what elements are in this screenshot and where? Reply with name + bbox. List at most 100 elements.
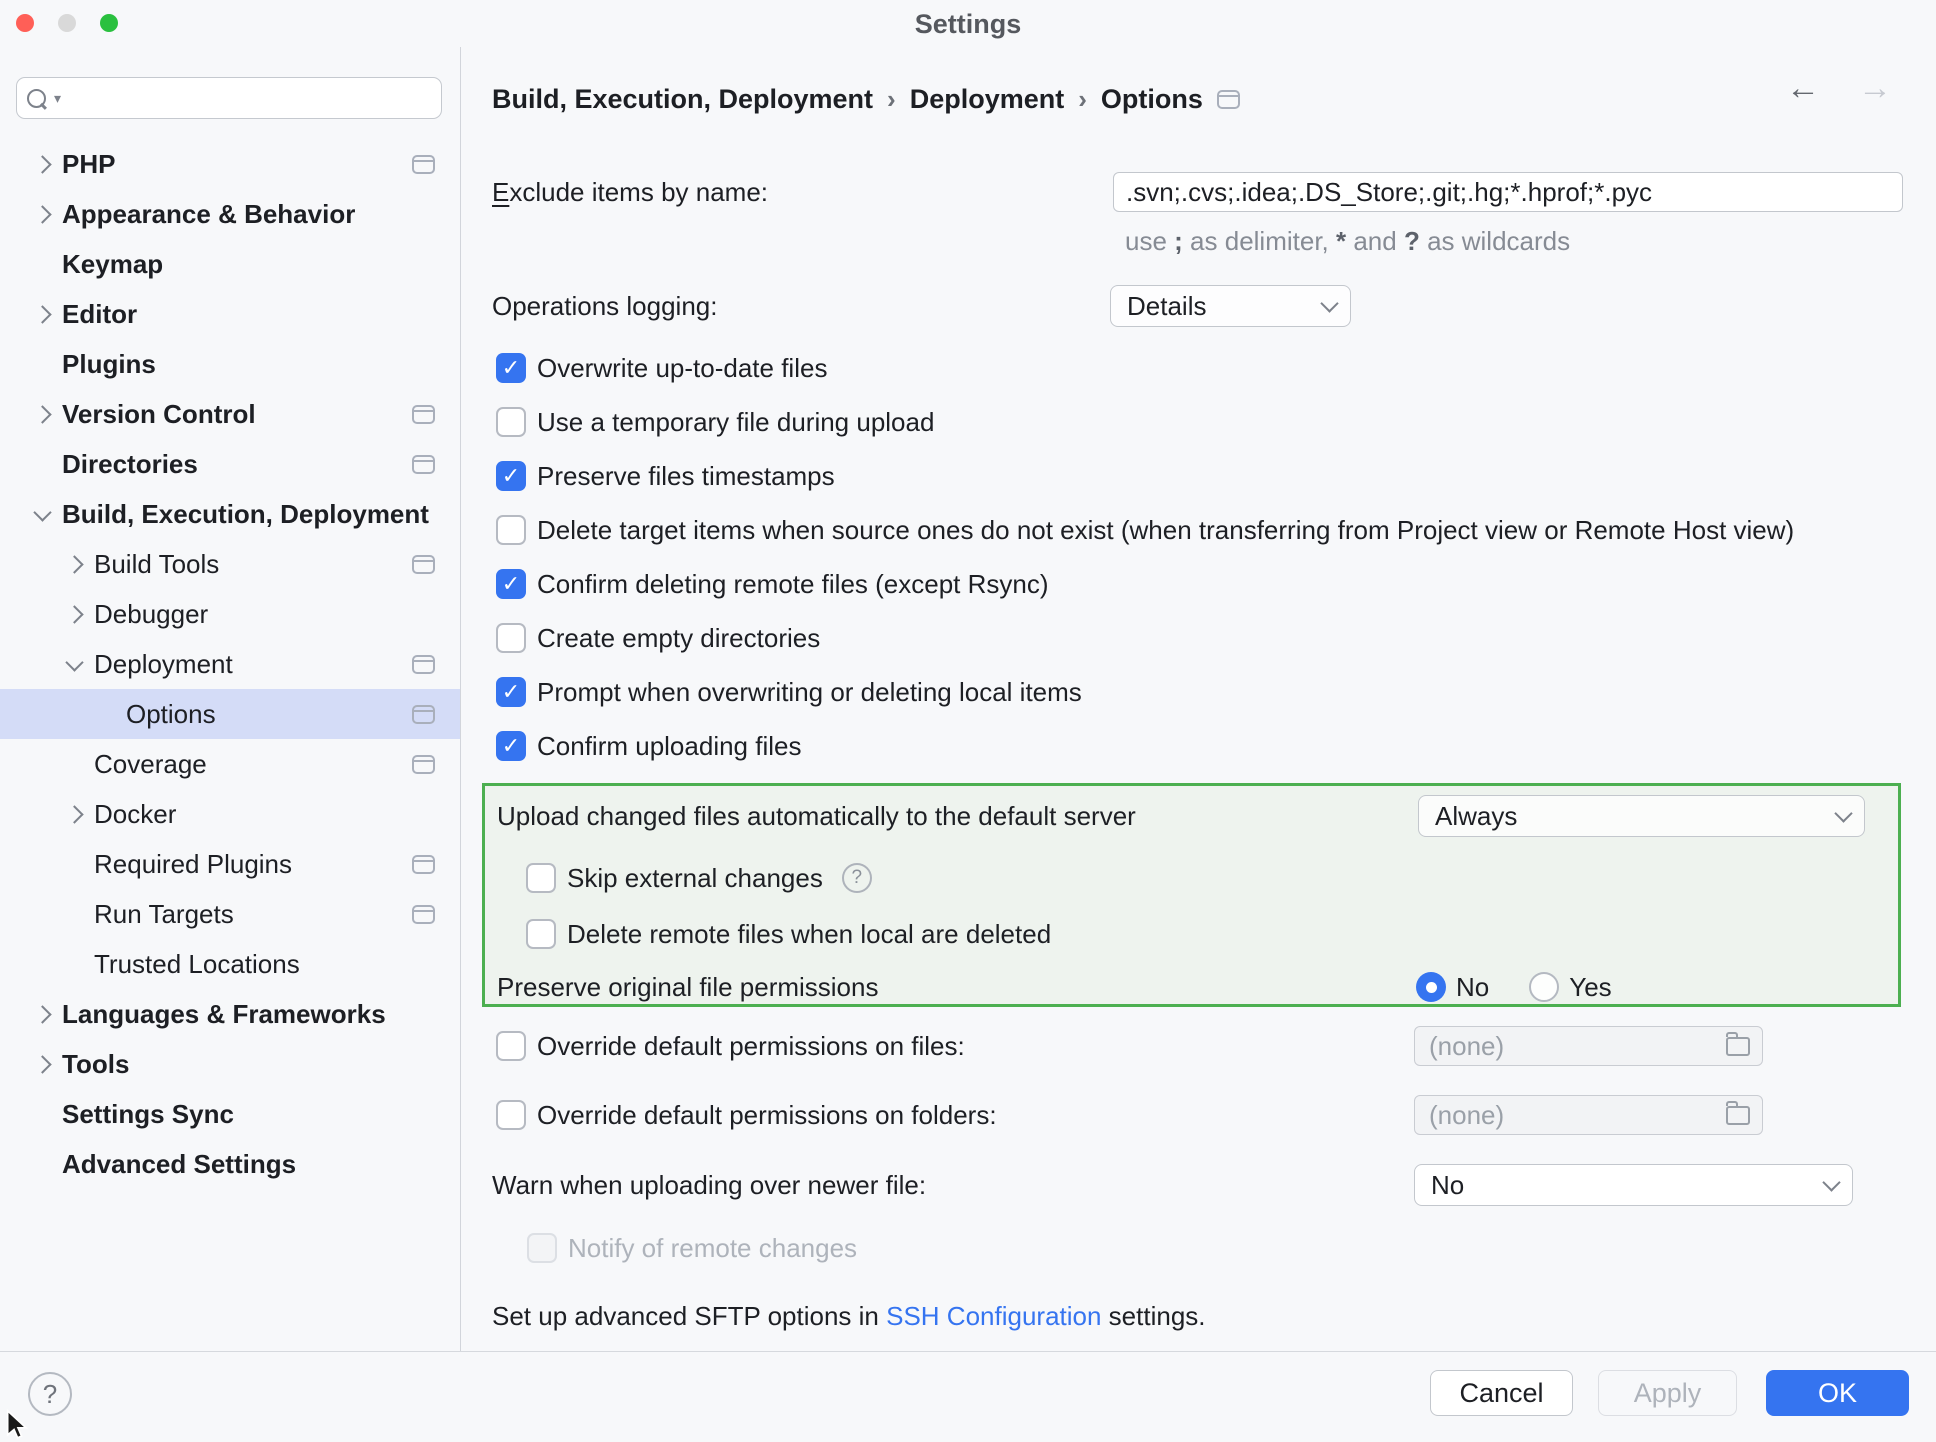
ssh-configuration-link[interactable]: SSH Configuration <box>886 1300 1102 1331</box>
override-files-label: Override default permissions on files: <box>537 1030 965 1061</box>
chevron-slot[interactable] <box>54 604 94 624</box>
panel-window-icon <box>412 154 435 174</box>
skip-external-changes-checkbox[interactable] <box>526 863 556 893</box>
sidebar-item-appearance-behavior[interactable]: Appearance & Behavior <box>0 189 460 239</box>
delete-remote-files-checkbox[interactable] <box>526 919 556 949</box>
sidebar-item-php[interactable]: PHP <box>0 139 460 189</box>
cancel-button[interactable]: Cancel <box>1430 1370 1573 1416</box>
chevron-slot <box>22 358 62 371</box>
warn-newer-file-select[interactable]: No <box>1414 1164 1853 1206</box>
breadcrumb-part: Options <box>1100 83 1203 114</box>
checkbox-checked[interactable] <box>496 461 526 491</box>
sidebar-item-advanced-settings[interactable]: Advanced Settings <box>0 1139 460 1189</box>
zoom-window-button[interactable] <box>100 14 118 32</box>
sidebar-item-deployment[interactable]: Deployment <box>0 639 460 689</box>
sidebar-item-label: Version Control <box>62 398 256 429</box>
sidebar-item-keymap[interactable]: Keymap <box>0 239 460 289</box>
close-window-button[interactable] <box>16 14 34 32</box>
folder-icon[interactable] <box>1726 1031 1750 1056</box>
checkbox-label: Delete target items when source ones do … <box>537 514 1795 545</box>
sidebar-item-options[interactable]: Options <box>0 689 460 739</box>
checkbox-label: Preserve files timestamps <box>537 460 835 491</box>
chevron-slot <box>22 1158 62 1171</box>
panel-window-icon <box>412 754 435 774</box>
operations-logging-value: Details <box>1127 290 1207 321</box>
sidebar-item-version-control[interactable]: Version Control <box>0 389 460 439</box>
sidebar-item-coverage[interactable]: Coverage <box>0 739 460 789</box>
sidebar-item-directories[interactable]: Directories <box>0 439 460 489</box>
operations-logging-select[interactable]: Details <box>1110 285 1351 327</box>
help-icon[interactable]: ? <box>841 863 872 893</box>
exclude-items-row: Exclude items by name: <box>461 172 1936 212</box>
minimize-window-button[interactable] <box>58 14 76 32</box>
sidebar-item-label: Appearance & Behavior <box>62 198 356 229</box>
chevron-slot[interactable] <box>22 154 62 174</box>
override-folders-path-field[interactable]: (none) <box>1414 1095 1763 1135</box>
sidebar-item-languages-frameworks[interactable]: Languages & Frameworks <box>0 989 460 1039</box>
breadcrumb-part[interactable]: Deployment <box>909 83 1065 114</box>
chevron-slot[interactable] <box>22 1004 62 1024</box>
checkbox-checked[interactable] <box>496 677 526 707</box>
exclude-items-input[interactable] <box>1113 172 1903 212</box>
breadcrumb-part[interactable]: Build, Execution, Deployment <box>492 83 874 114</box>
hint-segment: ? <box>1403 226 1420 256</box>
sidebar-item-docker[interactable]: Docker <box>0 789 460 839</box>
sidebar-item-run-targets[interactable]: Run Targets <box>0 889 460 939</box>
sidebar-item-plugins[interactable]: Plugins <box>0 339 460 389</box>
chevron-slot[interactable] <box>22 1054 62 1074</box>
back-icon[interactable]: ← <box>1786 69 1820 107</box>
checkbox-row: Use a temporary file during upload <box>461 405 1936 439</box>
sidebar-item-label: Build, Execution, Deployment <box>62 498 429 529</box>
operations-logging-row: Operations logging: Details <box>461 285 1936 327</box>
skip-external-changes-label: Skip external changes <box>567 862 823 893</box>
chevron-slot[interactable] <box>22 304 62 324</box>
radio-yes[interactable] <box>1529 972 1560 1002</box>
sidebar-item-tools[interactable]: Tools <box>0 1039 460 1089</box>
sidebar-item-label: Debugger <box>94 598 209 629</box>
sidebar-item-editor[interactable]: Editor <box>0 289 460 339</box>
help-button[interactable]: ? <box>28 1372 72 1416</box>
panel-window-icon <box>412 454 435 474</box>
checkbox-row: Delete target items when source ones do … <box>461 513 1936 547</box>
sidebar-item-required-plugins[interactable]: Required Plugins <box>0 839 460 889</box>
forward-icon[interactable]: → <box>1858 69 1892 107</box>
chevron-slot[interactable] <box>54 554 94 574</box>
checkbox-unchecked[interactable] <box>496 623 526 653</box>
sidebar-item-label: Plugins <box>62 348 156 379</box>
search-history-caret-icon[interactable]: ▾ <box>54 89 62 106</box>
titlebar: Settings <box>0 0 1936 47</box>
ok-button[interactable]: OK <box>1766 1370 1909 1416</box>
hint-segment: as wildcards <box>1419 226 1571 256</box>
radio-no[interactable] <box>1416 972 1446 1002</box>
settings-search-field[interactable]: ▾ <box>16 77 442 119</box>
sidebar-item-label: Keymap <box>62 248 164 279</box>
sidebar-item-label: PHP <box>62 148 116 179</box>
search-input[interactable] <box>63 83 431 113</box>
panel-window-icon <box>412 404 435 424</box>
folder-icon[interactable] <box>1726 1100 1750 1125</box>
chevron-slot <box>22 458 62 471</box>
sftp-note-suffix: settings. <box>1101 1300 1206 1331</box>
chevron-slot[interactable] <box>54 804 94 824</box>
panel-window-icon <box>412 854 435 874</box>
chevron-slot[interactable] <box>22 204 62 224</box>
upload-auto-highlight-group: Upload changed files automatically to th… <box>482 783 1901 1007</box>
override-files-checkbox[interactable] <box>496 1031 526 1061</box>
sidebar-item-build-tools[interactable]: Build Tools <box>0 539 460 589</box>
checkbox-unchecked[interactable] <box>496 407 526 437</box>
chevron-slot[interactable] <box>54 652 94 672</box>
override-folders-checkbox[interactable] <box>496 1100 526 1130</box>
chevron-slot[interactable] <box>22 502 62 522</box>
checkbox-checked[interactable] <box>496 569 526 599</box>
chevron-slot[interactable] <box>22 404 62 424</box>
sidebar-item-settings-sync[interactable]: Settings Sync <box>0 1089 460 1139</box>
upload-auto-select[interactable]: Always <box>1418 795 1865 837</box>
sidebar-item-trusted-locations[interactable]: Trusted Locations <box>0 939 460 989</box>
checkbox-checked[interactable] <box>496 353 526 383</box>
override-files-path-field[interactable]: (none) <box>1414 1026 1763 1066</box>
chevron-slot <box>54 858 94 871</box>
sidebar-item-debugger[interactable]: Debugger <box>0 589 460 639</box>
sidebar-item-build-execution-deployment[interactable]: Build, Execution, Deployment <box>0 489 460 539</box>
checkbox-unchecked[interactable] <box>496 515 526 545</box>
checkbox-checked[interactable] <box>496 731 526 761</box>
